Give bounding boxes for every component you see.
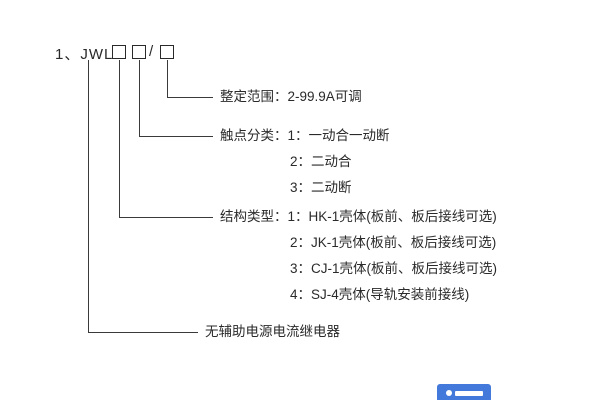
branch-range: 整定范围：2-99.9A可调	[220, 84, 362, 110]
connector-structure-hline	[119, 217, 213, 218]
branch-product: 无辅助电源电流继电器	[205, 319, 340, 345]
structure-option-4: 4：SJ-4壳体(导轨安装前接线)	[290, 287, 470, 302]
structure-option-3: 3：CJ-1壳体(板前、板后接线可选)	[290, 261, 498, 276]
structure-heading: 结构类型： 1：HK-1壳体(板前、板后接线可选)	[220, 204, 497, 230]
connector-product-hline	[88, 332, 198, 333]
connector-product-vline	[88, 60, 89, 332]
contact-heading: 触点分类： 1：一动合一动断	[220, 123, 390, 149]
model-box-structure	[112, 45, 126, 59]
watermark-dot-icon	[445, 390, 452, 396]
structure-option-1: 1：HK-1壳体(板前、板后接线可选)	[287, 209, 497, 224]
model-separator: /	[149, 43, 154, 60]
connector-range-vline	[167, 60, 168, 97]
contact-label: 触点分类：	[220, 128, 288, 143]
connector-contact-vline	[139, 60, 140, 136]
contact-option-2: 2：二动合	[290, 154, 352, 169]
connector-structure-vline	[119, 60, 120, 217]
structure-label: 结构类型：	[220, 209, 288, 224]
structure-option-2: 2：JK-1壳体(板前、板后接线可选)	[290, 235, 497, 250]
connector-range-hline	[167, 97, 213, 98]
product-label: 无辅助电源电流继电器	[205, 324, 340, 339]
branch-contact: 触点分类： 1：一动合一动断 2：二动合 3：二动断	[220, 123, 390, 201]
range-label: 整定范围：2-99.9A可调	[220, 89, 362, 104]
watermark-text-bar	[454, 390, 483, 396]
watermark-logo	[437, 384, 491, 400]
model-box-contact	[132, 45, 146, 59]
branch-structure: 结构类型： 1：HK-1壳体(板前、板后接线可选) 2：JK-1壳体(板前、板后…	[220, 204, 497, 308]
contact-option-3: 3：二动断	[290, 180, 352, 195]
model-prefix: 1、JWL -	[55, 46, 124, 63]
model-box-range	[160, 45, 174, 59]
contact-option-1: 1：一动合一动断	[287, 128, 390, 143]
connector-contact-hline	[139, 136, 213, 137]
